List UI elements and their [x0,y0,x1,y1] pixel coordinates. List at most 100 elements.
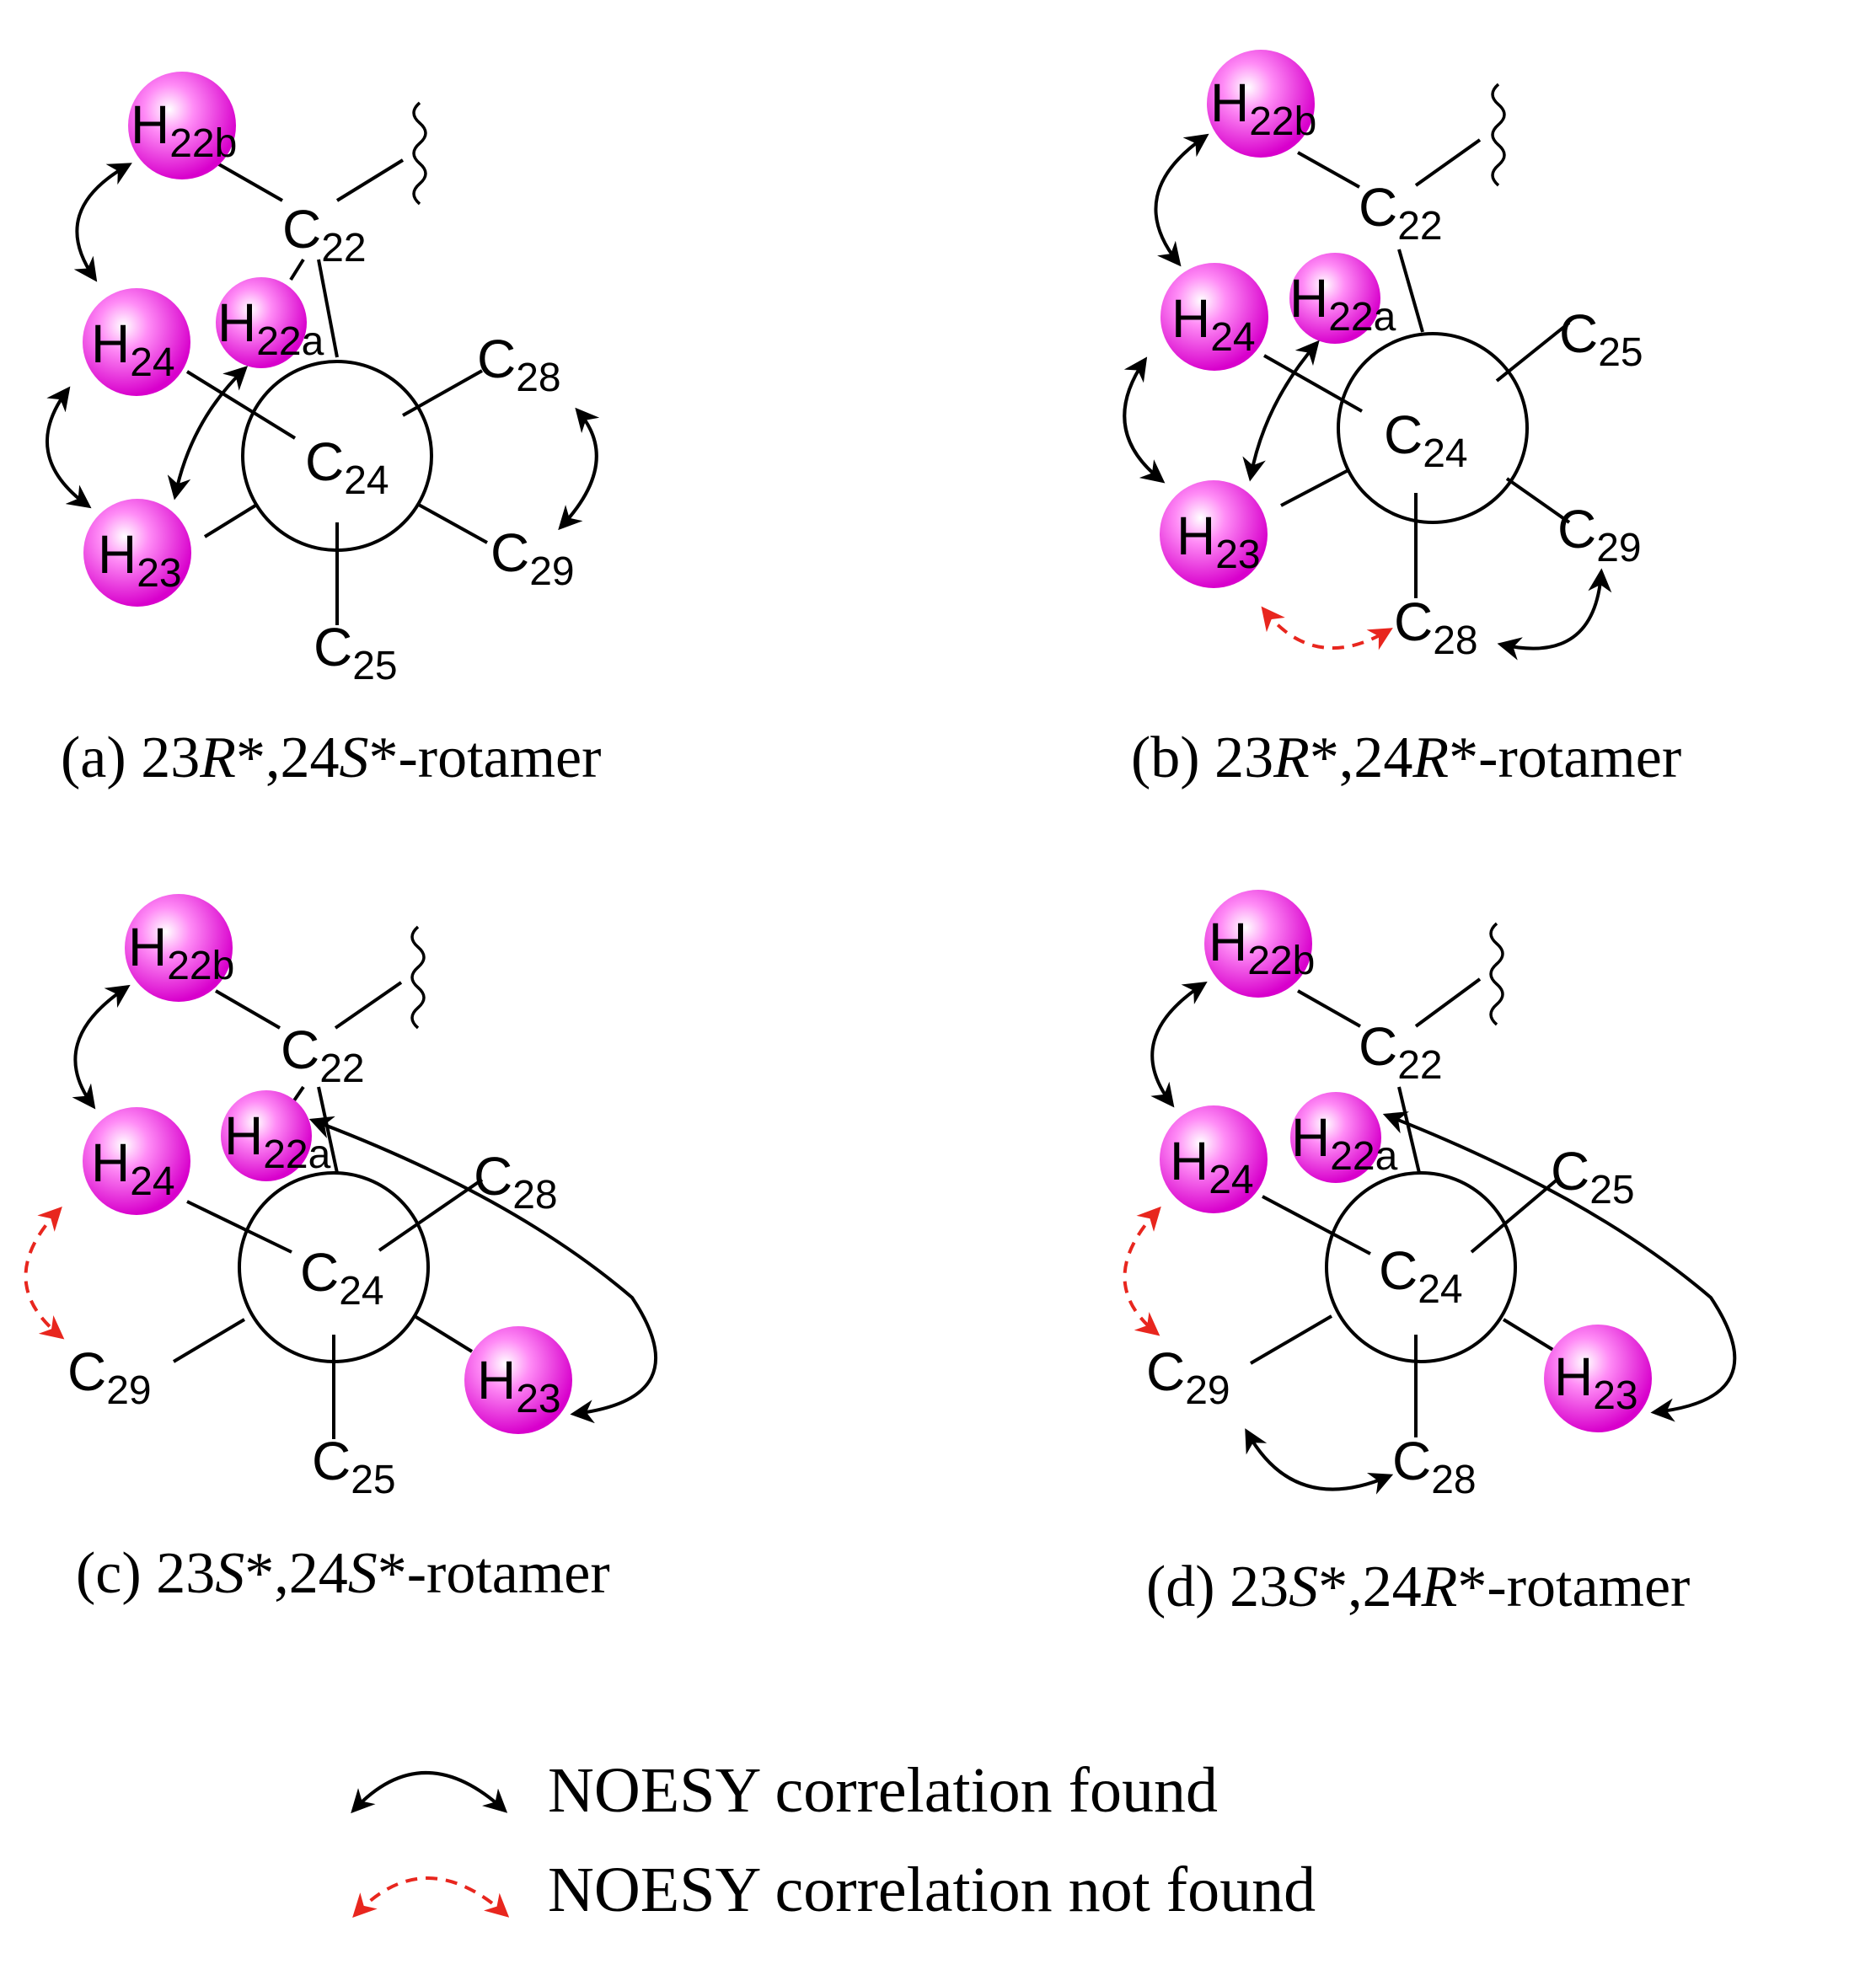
h23-label: H23 [1177,506,1261,577]
h22b-label: H22b [1210,72,1316,144]
bond-h23 [1280,468,1349,507]
bond-h24-c24 [1263,354,1363,413]
bond-h22b-c22 [1297,989,1361,1028]
h22a-sphere [1289,253,1380,344]
panel-c: H22b C22 H24 H22a C24 C28 C29 H23 C25 (c… [24,894,657,1606]
noe-h24-h23 [46,386,92,509]
c24-label: C24 [305,431,389,503]
c28-label: C28 [1394,591,1478,663]
noe-h22a-h23 [1242,340,1320,482]
bond-c22-wavy [1414,138,1482,187]
wavy-bond [412,101,427,206]
c22-label: C22 [1359,1016,1443,1088]
bond-c29 [172,1318,246,1363]
bond-h23 [413,1314,474,1353]
bond-c22-wavy [334,981,403,1030]
c25-label: C25 [1551,1141,1635,1212]
c25-label: C25 [1559,303,1643,375]
c29-label: C29 [490,522,575,594]
noe-h22b-h24 [1154,133,1209,267]
h22a-sphere [216,277,307,368]
h22a-label: H22a [1289,268,1396,340]
bond-h22b-c22 [217,162,283,202]
c24-label: C24 [1384,404,1468,476]
h24-label: H24 [1170,1131,1254,1202]
noe-c29-c28 [1245,1428,1394,1495]
c25-label: C25 [312,1431,396,1502]
panel-d: H22b C22 H24 H22a C24 C25 C29 H23 C28 (d… [1123,890,1737,1619]
h24-sphere [1160,263,1268,371]
h23-sphere [83,499,191,607]
c22-label: C22 [281,1020,365,1091]
noe-h22b-h24 [72,984,131,1110]
h22b-label: H22b [1209,912,1315,983]
wavy-bond [1491,83,1506,187]
caption-a: (a) 23R*,24S*-rotamer [61,725,601,790]
bond-c25 [1495,321,1571,383]
h24-sphere [83,1107,190,1215]
noe-h23-c28 [1261,606,1393,650]
bond-h23 [1502,1318,1557,1353]
h22b-label: H22b [131,94,237,166]
legend-found-arrow [351,1771,508,1814]
h24-sphere [1160,1105,1268,1213]
bond-c22-front [1397,1086,1421,1174]
h23-sphere [1160,480,1268,588]
noe-h24-c29 [24,1206,65,1340]
bond-c22-front [1397,249,1424,333]
bond-h23 [203,504,257,538]
legend-not-found-label: NOESY correlation not found [548,1855,1316,1925]
noe-h22b-h24 [1150,981,1208,1108]
legend-not-found-arrow [352,1876,510,1919]
noe-c28-c29 [558,407,600,531]
c29-label: C29 [1557,499,1642,570]
c24-label: C24 [1379,1240,1463,1312]
h22b-sphere [128,72,236,179]
noe-h22a-h23 [308,1116,657,1424]
noe-h22a-h23 [1382,1111,1737,1422]
bond-c22-wavy [335,158,405,202]
panel-b: H22b C22 H24 H22a C24 C25 H23 C29 C28 (b… [1123,50,1681,790]
c28-label: C28 [1392,1431,1477,1502]
bond-h22b-c22 [214,989,281,1030]
bond-c22-h22a [289,258,305,281]
bond-c22-wavy [1414,977,1482,1028]
h22a-sphere [221,1090,312,1181]
legend: NOESY correlation found NOESY correlatio… [351,1755,1316,1925]
h24-sphere [83,288,190,396]
bond-c29 [416,502,488,544]
h22a-label: H22a [217,292,324,364]
c22-label: C22 [282,199,367,270]
bond-c22-front [317,259,339,358]
h22b-sphere [125,894,233,1002]
newman-ring [1337,332,1529,524]
bond-c29 [1249,1314,1333,1365]
caption-b: (b) 23R*,24R*-rotamer [1131,725,1681,790]
caption-d: (d) 23S*,24R*-rotamer [1146,1555,1690,1619]
wavy-bond [1489,922,1504,1026]
noe-h24-h23 [1123,356,1166,484]
c28-label: C28 [474,1146,558,1218]
noe-c28-c29 [1497,568,1612,661]
c29-label: C29 [1146,1341,1230,1413]
h23-label: H23 [98,524,182,596]
bond-c29 [1505,477,1571,524]
h22a-sphere [1290,1092,1381,1183]
h22b-label: H22b [128,917,234,988]
c24-label: C24 [300,1242,384,1314]
h22b-sphere [1204,890,1312,998]
c22-label: C22 [1359,177,1443,249]
c29-label: C29 [67,1341,152,1413]
h22b-sphere [1207,50,1315,158]
h24-label: H24 [91,1132,175,1204]
bond-h24-c24 [1262,1195,1371,1255]
c25-label: C25 [314,617,398,688]
legend-found-label: NOESY correlation found [548,1755,1218,1826]
noe-h22b-h24 [73,163,132,282]
caption-c: (c) 23S*,24S*-rotamer [76,1541,610,1606]
bond-h24-c24 [186,1200,292,1254]
wavy-bond [410,925,426,1030]
noe-h22a-h23 [167,366,249,500]
bond-c28 [402,369,483,417]
